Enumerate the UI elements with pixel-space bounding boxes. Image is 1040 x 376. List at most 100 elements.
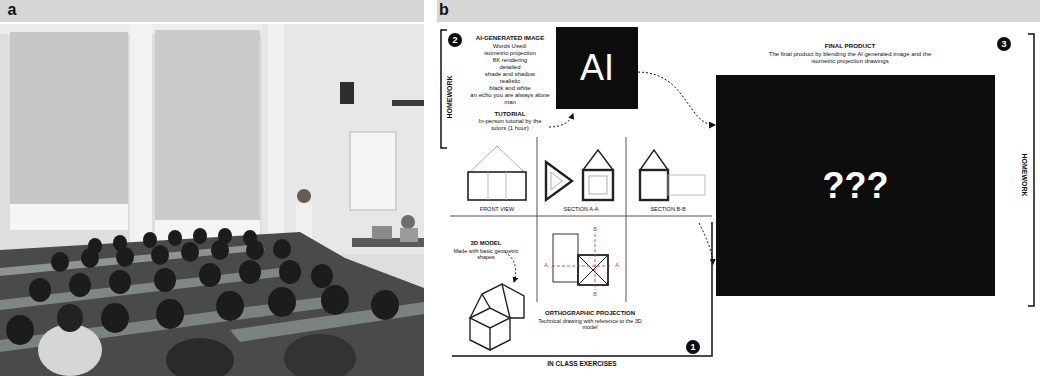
classroom-photo — [181, 242, 199, 262]
classroom-photo — [400, 228, 418, 242]
classroom-photo — [216, 291, 244, 321]
classroom-photo — [372, 226, 392, 239]
section-drawing — [546, 162, 572, 200]
classroom-photo — [268, 287, 296, 317]
classroom-photo — [6, 315, 34, 345]
view-label: SECTION A-A — [541, 206, 621, 212]
plan-drawing — [578, 255, 608, 285]
classroom-photo — [246, 240, 264, 260]
classroom-photo — [154, 268, 176, 292]
note: Words Used: — [464, 43, 556, 50]
prompt-word: black and white — [464, 85, 556, 92]
section-tag: HOMEWORK — [1020, 145, 1028, 205]
header-bar — [437, 0, 1040, 22]
grid-line — [450, 137, 712, 302]
bracket — [452, 222, 712, 356]
classroom-photo — [10, 32, 128, 204]
classroom-photo — [81, 248, 99, 268]
note: In-person tutorial by the tutors (1 hour… — [474, 118, 546, 132]
classroom-photo — [130, 24, 152, 249]
classroom-photo — [350, 132, 396, 210]
classroom-photo — [143, 232, 157, 248]
view-label: SECTION B-B — [628, 206, 708, 212]
classroom-photo — [109, 270, 131, 294]
classroom-photo — [311, 264, 333, 288]
classroom-photo — [0, 24, 424, 376]
classroom-photo — [279, 260, 301, 284]
prompt-word: isometric projection — [464, 50, 556, 57]
classroom-photo — [199, 263, 221, 287]
note: The final product by blending the AI gen… — [763, 51, 938, 65]
section-drawing — [551, 172, 562, 190]
node-text: 3 — [1001, 40, 1006, 49]
classroom-photo — [29, 278, 51, 302]
front-view-drawing — [506, 172, 507, 200]
section-drawing — [640, 170, 668, 200]
note: Technical drawing with reference to the … — [534, 318, 646, 331]
prompt-word: detailed — [464, 64, 556, 71]
callout-number: 3 — [997, 37, 1011, 51]
heading: ORTHOGRAPHIC PROJECTION — [534, 310, 646, 317]
section-drawing — [583, 150, 613, 170]
classroom-photo — [262, 24, 424, 254]
prompt-word: realistic — [464, 78, 556, 85]
classroom-photo — [116, 247, 134, 267]
isometric-model — [470, 284, 510, 318]
classroom-photo — [284, 334, 356, 376]
prompt-word: an echo you are always alone — [464, 92, 556, 99]
heading: FINAL PRODUCT — [770, 42, 930, 49]
node-text: 2 — [452, 36, 457, 45]
classroom-photo — [156, 299, 184, 329]
classroom-photo — [10, 204, 128, 230]
isometric-model — [470, 318, 490, 350]
section-mark: B — [591, 226, 599, 232]
classroom-photo — [166, 338, 234, 376]
leader-arrow — [505, 252, 516, 282]
prompt-word: man — [464, 99, 556, 106]
bracket — [1028, 34, 1034, 306]
plan-drawing — [553, 234, 578, 282]
prompt-word: shade and shadow — [464, 71, 556, 78]
classroom-photo — [0, 24, 424, 376]
panel-letter: b — [434, 1, 454, 19]
classroom-photo — [6, 228, 399, 345]
section-mark: A — [542, 262, 550, 268]
isometric-model — [470, 284, 524, 350]
bracket — [452, 222, 712, 356]
grid-line — [537, 137, 538, 302]
node-text: AI — [580, 50, 614, 86]
classroom-photo — [193, 228, 207, 244]
section-tag: HOMEWORK — [446, 67, 454, 127]
classroom-photo — [392, 100, 424, 106]
classroom-photo — [168, 230, 182, 246]
ai-image-box: AI — [556, 27, 638, 109]
prompt-word: 8K rendering — [464, 57, 556, 64]
classroom-photo — [151, 245, 169, 265]
header-bar — [0, 0, 1040, 22]
view-label: FRONT VIEW — [457, 206, 537, 212]
classroom-photo — [57, 304, 83, 332]
bracket — [1028, 34, 1034, 306]
section-drawing — [589, 176, 607, 194]
leader-arrow — [505, 114, 713, 282]
plan-drawing — [578, 255, 608, 285]
section-drawing — [546, 150, 613, 200]
classroom-photo — [69, 273, 91, 297]
classroom-photo — [273, 239, 291, 259]
node-text: ??? — [823, 168, 889, 204]
leader-arrow — [699, 223, 713, 264]
dotted-arrow — [638, 72, 715, 125]
heading: TUTORIAL — [464, 110, 556, 117]
classroom-photo — [297, 189, 311, 203]
panel-letter: a — [2, 1, 22, 19]
node-text: 1 — [690, 343, 695, 352]
front-view-drawing — [488, 172, 489, 200]
front-view-drawing — [468, 172, 526, 200]
isometric-model — [482, 294, 490, 308]
classroom-photo — [239, 260, 261, 284]
section-drawing — [640, 150, 668, 170]
callout-number: 1 — [686, 340, 700, 354]
final-product-box: ??? — [716, 75, 995, 296]
isometric-model — [470, 308, 510, 328]
